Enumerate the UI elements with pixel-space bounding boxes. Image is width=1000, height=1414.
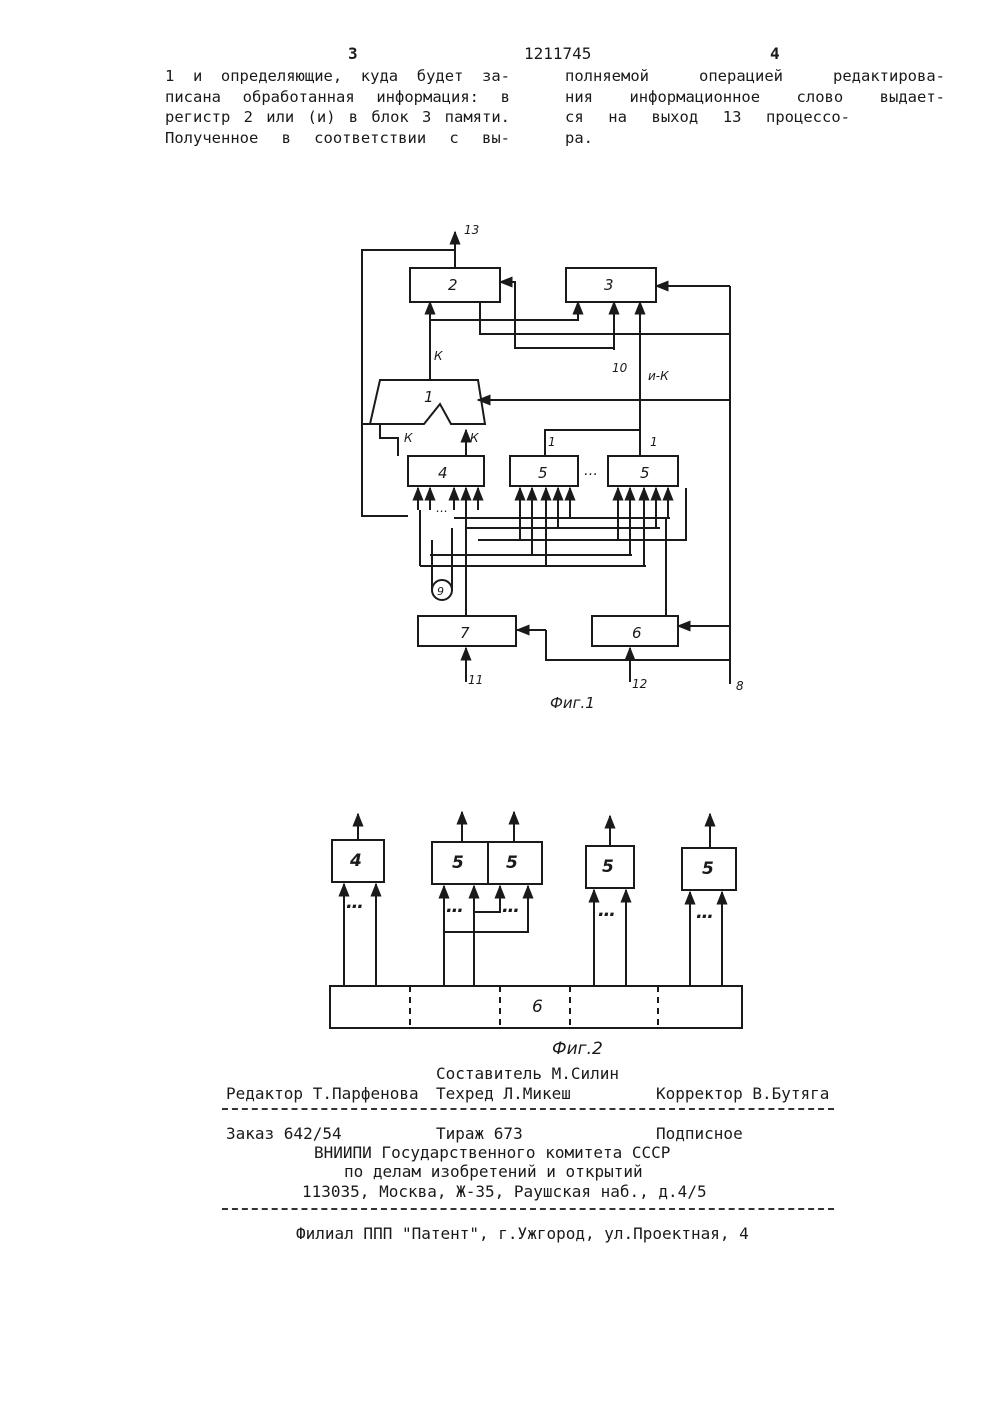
ellipsis: … <box>584 463 598 479</box>
fig2-block-5b-label: 5 <box>506 853 518 873</box>
label-k: К <box>434 349 443 363</box>
ellipsis: … <box>436 501 448 515</box>
block-5a-label: 5 <box>538 464 548 482</box>
terminal-11: 11 <box>468 673 483 687</box>
compiler: Составитель М.Силин <box>436 1064 619 1083</box>
editor: Редактор Т.Парфенова <box>226 1084 419 1103</box>
org-line-2: по делам изобретений и открытий <box>344 1162 643 1181</box>
order: Заказ 642/54 <box>226 1124 342 1143</box>
block-4-label: 4 <box>438 464 448 482</box>
branch: Филиал ППП "Патент", г.Ужгород, ул.Проек… <box>296 1224 749 1243</box>
ellipsis: … <box>346 892 364 913</box>
techred: Техред Л.Микеш <box>436 1084 571 1103</box>
fig2-block-5c-label: 5 <box>602 857 614 877</box>
label-one: 1 <box>650 435 658 449</box>
terminal-10: 10 <box>612 361 628 375</box>
figure-1-diagram: 2 3 1 4 5 5 7 6 9 13 10 11 12 8 К К К и-… <box>0 0 1000 760</box>
block-3-label: 3 <box>604 276 614 294</box>
fig2-block-4-label: 4 <box>349 851 362 871</box>
ellipsis: … <box>598 900 616 921</box>
block-1-label: 1 <box>424 388 434 406</box>
block-7-label: 7 <box>460 624 470 642</box>
figure-2-diagram: 4 5 5 5 5 6 … … … … … Фиг.2 <box>0 790 1000 1070</box>
ellipsis: … <box>446 896 464 917</box>
label-one: 1 <box>548 435 556 449</box>
label-k: К <box>470 431 479 445</box>
circulation: Тираж 673 <box>436 1124 523 1143</box>
terminal-12: 12 <box>632 677 647 691</box>
block-2-label: 2 <box>448 276 458 294</box>
org-line-1: ВНИИПИ Государственного комитета СССР <box>314 1143 670 1162</box>
fig2-block-5a-label: 5 <box>452 853 464 873</box>
ellipsis: … <box>502 896 520 917</box>
terminal-13: 13 <box>464 223 479 237</box>
terminal-8: 8 <box>736 679 744 693</box>
fig2-bus-label: 6 <box>532 997 543 1017</box>
ellipsis: … <box>696 902 714 923</box>
block-5b-label: 5 <box>640 464 650 482</box>
corrector: Корректор В.Бутяга <box>656 1084 829 1103</box>
figure-1-caption: Фиг.1 <box>550 694 595 712</box>
subscription: Подписное <box>656 1124 743 1143</box>
divider <box>222 1108 834 1110</box>
label-n-minus-k: и-К <box>648 369 669 383</box>
block-6-label: 6 <box>632 624 642 642</box>
block-9-label: 9 <box>437 585 444 598</box>
org-line-3: 113035, Москва, Ж-35, Раушская наб., д.4… <box>302 1182 707 1201</box>
figure-2-caption: Фиг.2 <box>552 1039 603 1059</box>
label-k: К <box>404 431 413 445</box>
divider <box>222 1208 834 1210</box>
fig2-block-5d-label: 5 <box>702 859 714 879</box>
